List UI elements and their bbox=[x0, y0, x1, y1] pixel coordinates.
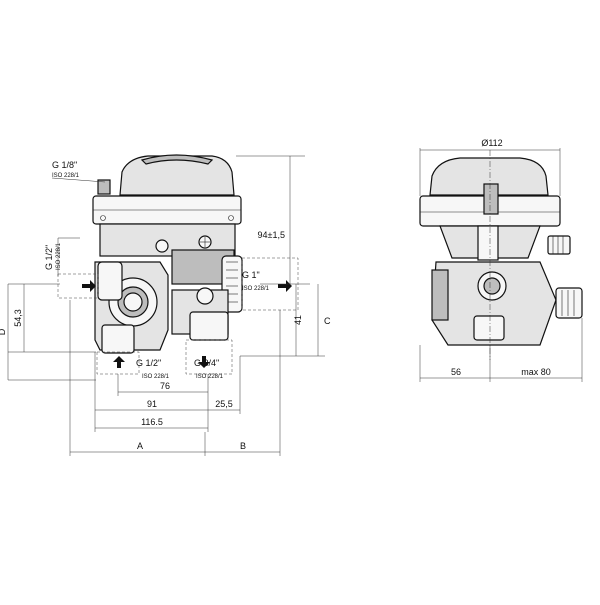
dim-A-label: A bbox=[137, 441, 143, 451]
dim-25-label: 25,5 bbox=[215, 399, 233, 409]
inlet-arrow-icon bbox=[82, 280, 96, 292]
dim-height-label: 94±1,5 bbox=[258, 230, 285, 240]
side-top-stem bbox=[483, 183, 499, 215]
up-arrow-icon bbox=[113, 356, 125, 368]
bottom-port-a-thread: G 1/2" bbox=[136, 358, 161, 368]
side-bottom-port bbox=[473, 315, 505, 341]
valve-top-cap bbox=[119, 155, 235, 196]
front-view-labels: G 1/8" ISO 228/1 G 1/2" ISO 228/1 G 1" I… bbox=[0, 160, 331, 451]
top-port-standard: ISO 228/1 bbox=[52, 173, 80, 179]
dim-B-label: B bbox=[240, 441, 246, 451]
right-port-thread: G 1" bbox=[242, 270, 260, 280]
side-center-stem bbox=[477, 225, 499, 261]
bottom-port-b-standard: ISO 228/1 bbox=[196, 374, 224, 380]
side-outlet bbox=[555, 287, 583, 319]
neck-bolt bbox=[155, 239, 169, 253]
side-fitting bbox=[547, 235, 571, 255]
dim-C-label: C bbox=[324, 316, 331, 326]
side-view-valve bbox=[419, 157, 583, 346]
bottom-port-a-standard: ISO 228/1 bbox=[142, 374, 170, 380]
top-port-fitting bbox=[97, 179, 111, 195]
bottom-port-b bbox=[189, 311, 229, 341]
outlet-arrow-icon bbox=[278, 280, 292, 292]
dim-max80-label: max 80 bbox=[521, 367, 551, 377]
down-arrow-icon bbox=[198, 356, 210, 368]
left-port-flange bbox=[97, 261, 123, 301]
front-view-dimensions bbox=[7, 155, 325, 456]
dim-diameter-label: Ø112 bbox=[481, 138, 502, 148]
side-top-cap bbox=[429, 157, 549, 196]
side-left-block bbox=[431, 269, 449, 321]
dim-D-label: D bbox=[0, 328, 7, 335]
dim-116-label: 116.5 bbox=[141, 417, 163, 427]
dim-91-label: 91 bbox=[147, 399, 157, 409]
dim-76-label: 76 bbox=[160, 381, 170, 391]
dim-41-label: 41 bbox=[293, 315, 303, 325]
right-port-standard: ISO 228/1 bbox=[242, 286, 270, 292]
dim-54-label: 54,3 bbox=[13, 309, 23, 327]
side-view-labels: Ø112 56 max 80 bbox=[451, 138, 551, 377]
side-view-dimensions bbox=[419, 148, 583, 382]
dim-56-label: 56 bbox=[451, 367, 461, 377]
front-view-valve bbox=[82, 154, 292, 368]
bottom-port-a bbox=[101, 324, 135, 354]
top-port-thread: G 1/8" bbox=[52, 160, 77, 170]
left-port-thread: G 1/2" bbox=[44, 245, 54, 270]
bottom-port-b-thread: G 3/4" bbox=[194, 358, 219, 368]
port-pipes bbox=[57, 257, 299, 375]
left-port-standard: ISO 228/1 bbox=[56, 242, 62, 270]
cap-dome bbox=[140, 154, 214, 165]
